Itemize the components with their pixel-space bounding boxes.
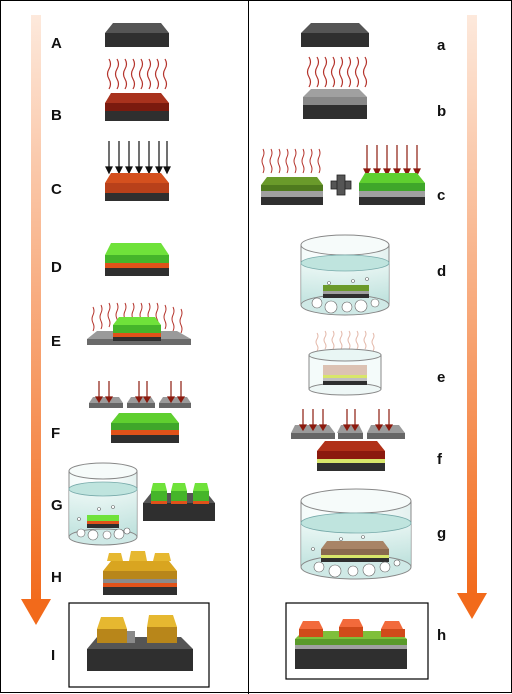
step-label-E: E xyxy=(51,333,62,350)
wavy-heat-icon xyxy=(261,148,321,174)
step-c-dual-process xyxy=(261,145,425,205)
step-G-development xyxy=(68,462,215,546)
step-a-substrate xyxy=(301,23,369,47)
step-E-annealing xyxy=(87,302,191,345)
down-arrow-icon xyxy=(94,381,186,404)
step-label-G: G xyxy=(51,497,63,514)
down-arrow-icon xyxy=(105,141,171,175)
step-label-d: d xyxy=(437,263,447,280)
beaker-icon xyxy=(300,488,412,580)
down-arrow-icon xyxy=(363,145,421,177)
step-label-c: c xyxy=(437,187,446,204)
beaker-icon xyxy=(68,462,138,546)
step-label-f: f xyxy=(437,451,442,468)
step-b-deposition xyxy=(303,56,368,119)
step-label-C: C xyxy=(51,181,62,198)
step-label-g: g xyxy=(437,525,447,542)
wavy-heat-icon xyxy=(106,58,168,90)
process-flow-arrow-icon xyxy=(21,15,51,625)
step-label-D: D xyxy=(51,259,62,276)
step-label-h: h xyxy=(437,627,447,644)
step-d-development xyxy=(300,234,390,316)
down-arrow-icon xyxy=(298,409,394,432)
step-g-development xyxy=(300,488,412,580)
process-flow-arrow-icon xyxy=(457,15,487,619)
step-C-irradiation xyxy=(105,141,171,201)
step-label-e: e xyxy=(437,369,446,386)
step-e-annealing xyxy=(308,330,382,396)
step-D-green-layer xyxy=(105,243,169,276)
step-label-b: b xyxy=(437,103,447,120)
wavy-heat-icon xyxy=(306,56,368,88)
step-label-F: F xyxy=(51,425,61,442)
step-label-I: I xyxy=(51,647,56,664)
wavy-heat-icon xyxy=(315,330,375,352)
step-label-a: a xyxy=(437,37,446,54)
column-divider xyxy=(248,1,249,694)
step-label-B: B xyxy=(51,107,62,124)
step-I-final-device xyxy=(68,602,210,688)
beaker-icon xyxy=(300,234,390,316)
step-f-masked-exposure xyxy=(291,409,405,471)
plus-icon xyxy=(330,174,352,196)
step-h-final-device xyxy=(285,602,429,680)
beaker-icon xyxy=(308,348,382,396)
step-B-deposition xyxy=(105,58,169,121)
step-label-A: A xyxy=(51,35,62,52)
step-A-substrate xyxy=(105,23,169,47)
step-F-masked-exposure xyxy=(89,381,191,443)
step-label-H: H xyxy=(51,569,62,586)
step-H-metallization xyxy=(103,551,177,595)
